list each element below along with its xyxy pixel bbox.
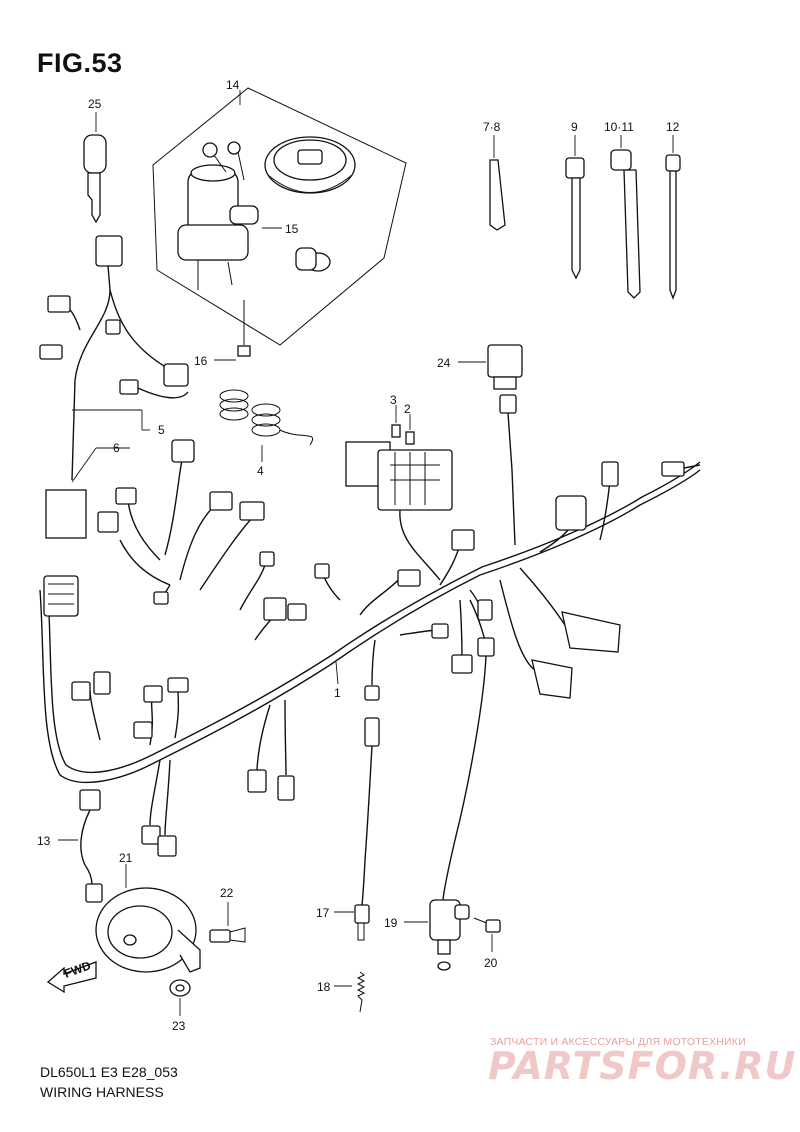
front-sub-harness[interactable] xyxy=(39,235,189,481)
model-code: DL650L1 E3 E28_053 xyxy=(40,1064,178,1080)
callout-16: 16 xyxy=(194,354,208,368)
sensor-17 xyxy=(334,717,380,941)
fuse-2 xyxy=(405,414,415,445)
ignition-switch-set-group xyxy=(152,87,407,346)
blank-key[interactable] xyxy=(83,112,107,224)
callout-21: 21 xyxy=(119,851,133,865)
callout-22: 22 xyxy=(220,886,234,900)
watermark-logo: PARTSFOR.RU xyxy=(488,1044,797,1088)
callout-5: 5 xyxy=(158,423,165,437)
callout-3: 3 xyxy=(390,393,397,407)
fuse-box[interactable] xyxy=(345,441,453,581)
fuel-cap[interactable] xyxy=(264,136,356,194)
nut-23 xyxy=(169,979,191,1016)
part-6-module xyxy=(45,409,150,539)
callout-17: 17 xyxy=(316,906,330,920)
forward-direction-arrow: FWD xyxy=(46,958,97,994)
callout-2: 2 xyxy=(404,402,411,416)
spring-4 xyxy=(219,389,313,462)
callout-25: 25 xyxy=(88,97,102,111)
callout-19: 19 xyxy=(384,916,398,930)
callout-labels: 1 2 3 4 5 6 7·8 9 10·11 12 13 14 15 16 1… xyxy=(37,78,680,1033)
watermark-caption: ЗАПЧАСТИ И АКСЕССУАРЫ ДЛЯ МОТОТЕХНИКИ xyxy=(490,1036,746,1048)
bolt-22 xyxy=(209,902,246,943)
callout-13: 13 xyxy=(37,834,51,848)
clamp-7-8 xyxy=(489,135,506,231)
figure-name: WIRING HARNESS xyxy=(40,1084,164,1100)
clamp-9 xyxy=(565,135,585,280)
screw-16 xyxy=(214,300,251,361)
callout-7-8: 7·8 xyxy=(483,120,501,134)
callout-18: 18 xyxy=(317,980,331,994)
callout-4: 4 xyxy=(257,464,264,478)
ignition-key-small xyxy=(202,141,245,181)
callout-10-11: 10·11 xyxy=(604,120,634,134)
callout-20: 20 xyxy=(484,956,498,970)
callout-1: 1 xyxy=(334,686,341,700)
spring-18 xyxy=(334,971,366,1013)
callout-24: 24 xyxy=(437,356,451,370)
horn[interactable] xyxy=(95,864,201,973)
callout-15: 15 xyxy=(285,222,299,236)
figure-title: FIG.53 xyxy=(37,48,123,78)
callout-23: 23 xyxy=(172,1019,186,1033)
sensor-19[interactable] xyxy=(404,655,487,971)
callout-12: 12 xyxy=(666,120,680,134)
sub-harness-13[interactable] xyxy=(58,789,103,903)
bolt-20 xyxy=(473,917,501,952)
main-wiring-harness[interactable] xyxy=(39,439,701,857)
callout-14: 14 xyxy=(226,78,240,92)
fuse-3 xyxy=(391,405,401,438)
ignition-switch[interactable] xyxy=(177,164,259,290)
clamp-10-11 xyxy=(610,135,641,299)
seat-lock-cylinder xyxy=(295,247,331,272)
callout-6: 6 xyxy=(113,441,120,455)
relay-24[interactable] xyxy=(458,344,523,546)
clamp-12 xyxy=(665,135,681,300)
callout-9: 9 xyxy=(571,120,578,134)
